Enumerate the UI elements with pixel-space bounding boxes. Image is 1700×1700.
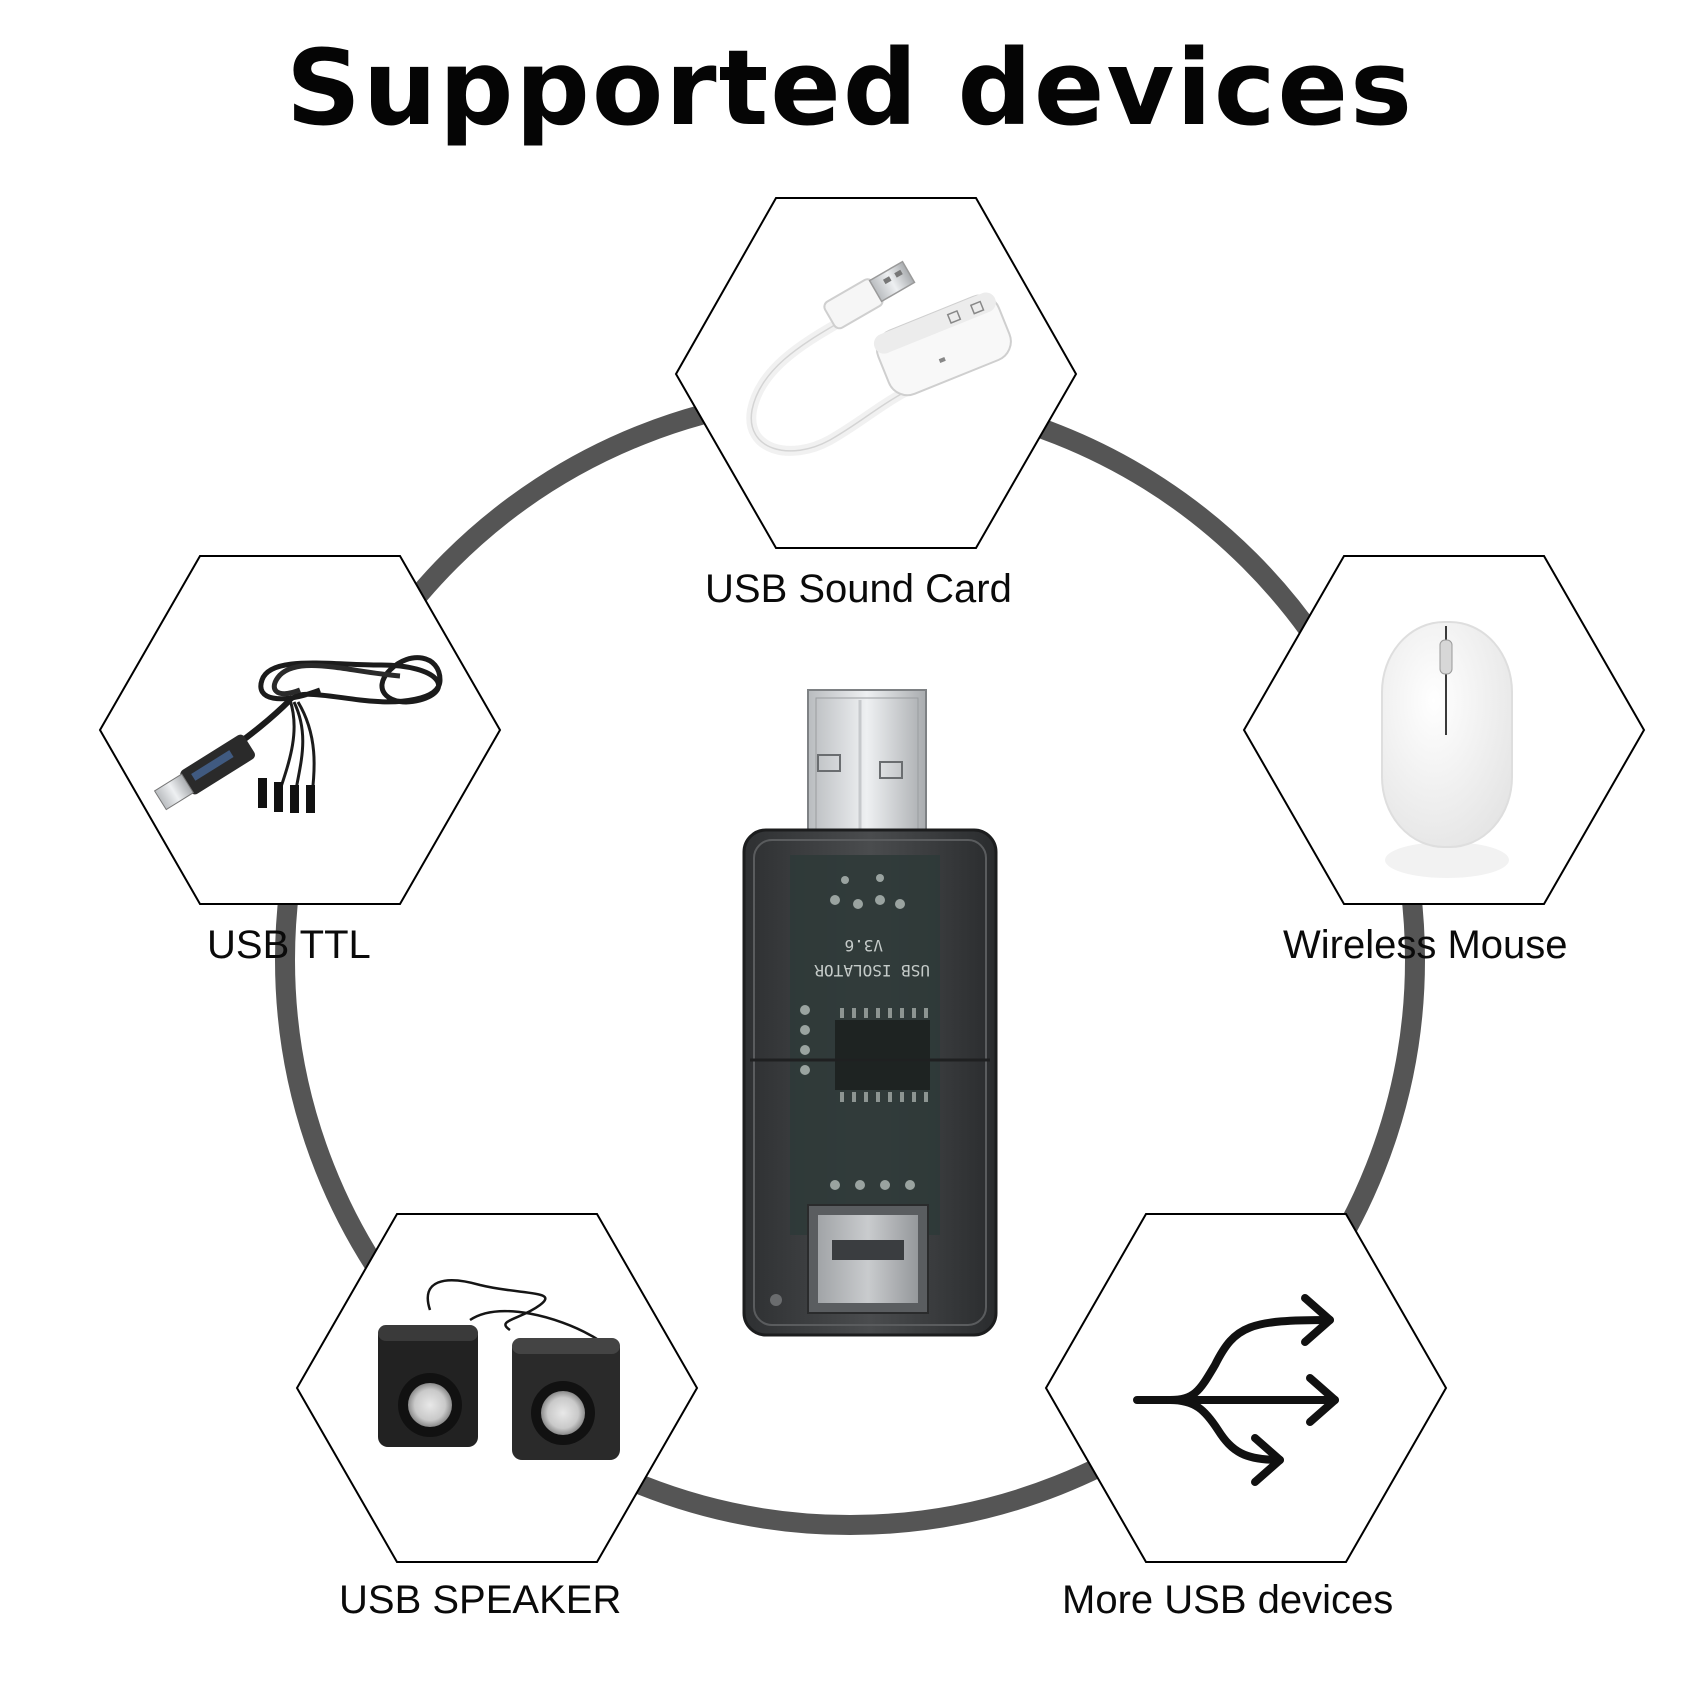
label-usb-sound-card: USB Sound Card <box>705 567 1012 611</box>
isolator-label-line2: V3.6 <box>844 936 883 955</box>
isolator-label-line1: USB ISOLATOR <box>814 961 930 980</box>
hexagon-more-devices <box>1044 1213 1448 1563</box>
branching-arrows-icon <box>1133 1294 1339 1486</box>
hexagon-usb-speaker <box>295 1213 699 1563</box>
hexagon-sound-card <box>674 197 1078 549</box>
page-title: Supported devices <box>286 27 1414 149</box>
hexagon-wireless-mouse <box>1242 555 1646 905</box>
usb-isolator-device: USB ISOLATOR V3.6 <box>742 689 998 1337</box>
label-usb-speaker: USB SPEAKER <box>339 1578 622 1622</box>
label-wireless-mouse: Wireless Mouse <box>1283 923 1568 967</box>
label-usb-ttl: USB TTL <box>207 923 371 967</box>
wireless-mouse-icon <box>1381 621 1513 878</box>
usb-speaker-icon <box>378 1279 620 1460</box>
label-more-usb-devices: More USB devices <box>1062 1578 1394 1622</box>
hexagon-usb-ttl <box>98 555 502 905</box>
usb-sound-card-icon <box>746 260 1012 456</box>
usb-ttl-cable-icon <box>153 655 443 813</box>
